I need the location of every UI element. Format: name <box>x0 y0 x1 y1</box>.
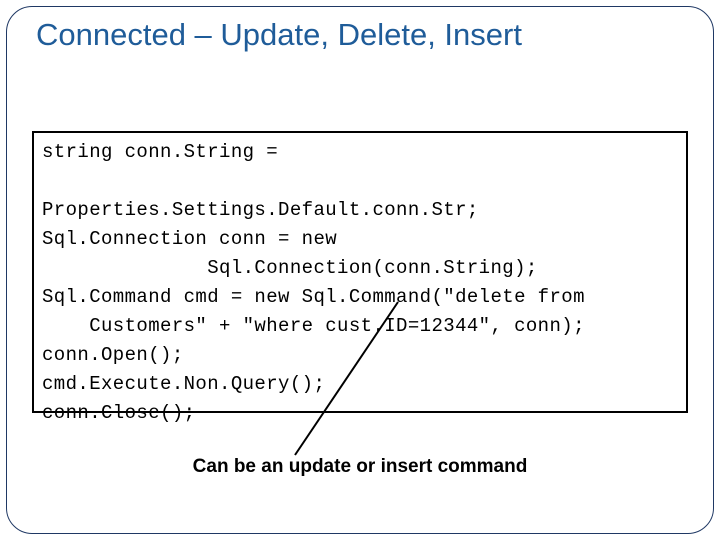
code-line-2: Properties.Settings.Default.conn.Str; <box>42 199 479 221</box>
page-title: Connected – Update, Delete, Insert <box>36 17 522 52</box>
code-line-9: conn.Close(); <box>42 402 196 424</box>
code-block: string conn.String = Properties.Settings… <box>32 131 688 424</box>
code-line-1: string conn.String = <box>42 141 290 163</box>
code-line-5: Sql.Command cmd = new Sql.Command("delet… <box>42 286 585 308</box>
code-line-8: cmd.Execute.Non.Query(); <box>42 373 326 395</box>
code-text: string conn.String = Properties.Settings… <box>42 138 682 428</box>
code-line-3: Sql.Connection conn = new <box>42 228 338 250</box>
code-line-4: Sql.Connection(conn.String); <box>42 257 538 279</box>
code-line-6: Customers" + "where cust.ID=12344", conn… <box>42 315 585 337</box>
code-line-7: conn.Open(); <box>42 344 184 366</box>
callout-caption: Can be an update or insert command <box>192 456 528 477</box>
